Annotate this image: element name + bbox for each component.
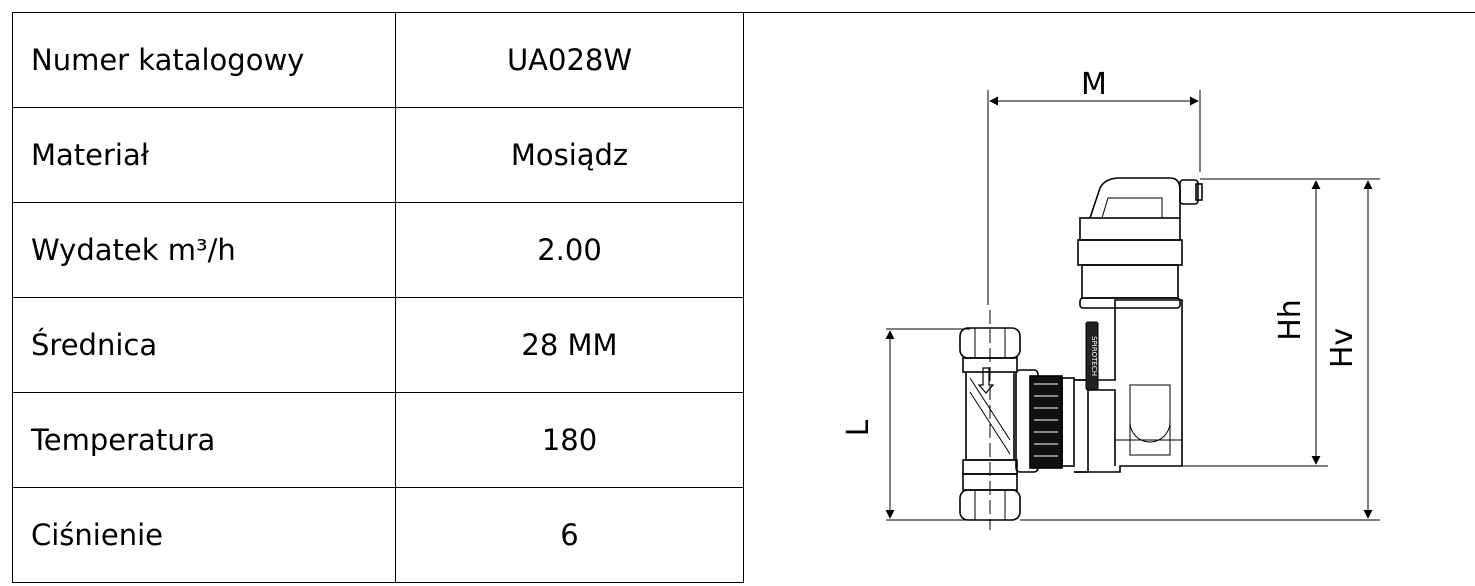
valve-drawing-svg: M L Hh Hv SPIROTECH xyxy=(841,67,1380,530)
table-row: Ciśnienie 6 xyxy=(12,487,744,583)
brand-mark: SPIROTECH xyxy=(1090,336,1098,376)
dim-label-hh: Hh xyxy=(1273,299,1308,341)
table-row: Numer katalogowy UA028W xyxy=(12,12,744,108)
row-label: Temperatura xyxy=(12,392,396,488)
row-value: UA028W xyxy=(395,12,744,108)
row-label: Numer katalogowy xyxy=(12,12,396,108)
row-value: 28 MM xyxy=(395,297,744,393)
top-rule xyxy=(12,12,1475,13)
row-value: 6 xyxy=(395,487,744,583)
dim-label-l: L xyxy=(841,419,876,436)
row-label: Wydatek m³/h xyxy=(12,202,396,298)
union-nut xyxy=(1015,369,1075,473)
table-row: Wydatek m³/h 2.00 xyxy=(12,202,744,298)
row-value: 180 xyxy=(395,392,744,488)
dim-label-hv: Hv xyxy=(1325,328,1360,368)
pipe-body xyxy=(959,310,1021,530)
row-value: Mosiądz xyxy=(395,107,744,203)
row-label: Średnica xyxy=(12,297,396,393)
table-row: Materiał Mosiądz xyxy=(12,107,744,203)
row-value: 2.00 xyxy=(395,202,744,298)
separator-body xyxy=(1074,177,1203,473)
row-label: Ciśnienie xyxy=(12,487,396,583)
table-row: Średnica 28 MM xyxy=(12,297,744,393)
table-row: Temperatura 180 xyxy=(12,392,744,488)
spec-table: Numer katalogowy UA028W Materiał Mosiądz… xyxy=(12,12,744,583)
technical-drawing: M L Hh Hv SPIROTECH xyxy=(830,60,1450,530)
dim-label-m: M xyxy=(1081,67,1107,102)
row-label: Materiał xyxy=(12,107,396,203)
